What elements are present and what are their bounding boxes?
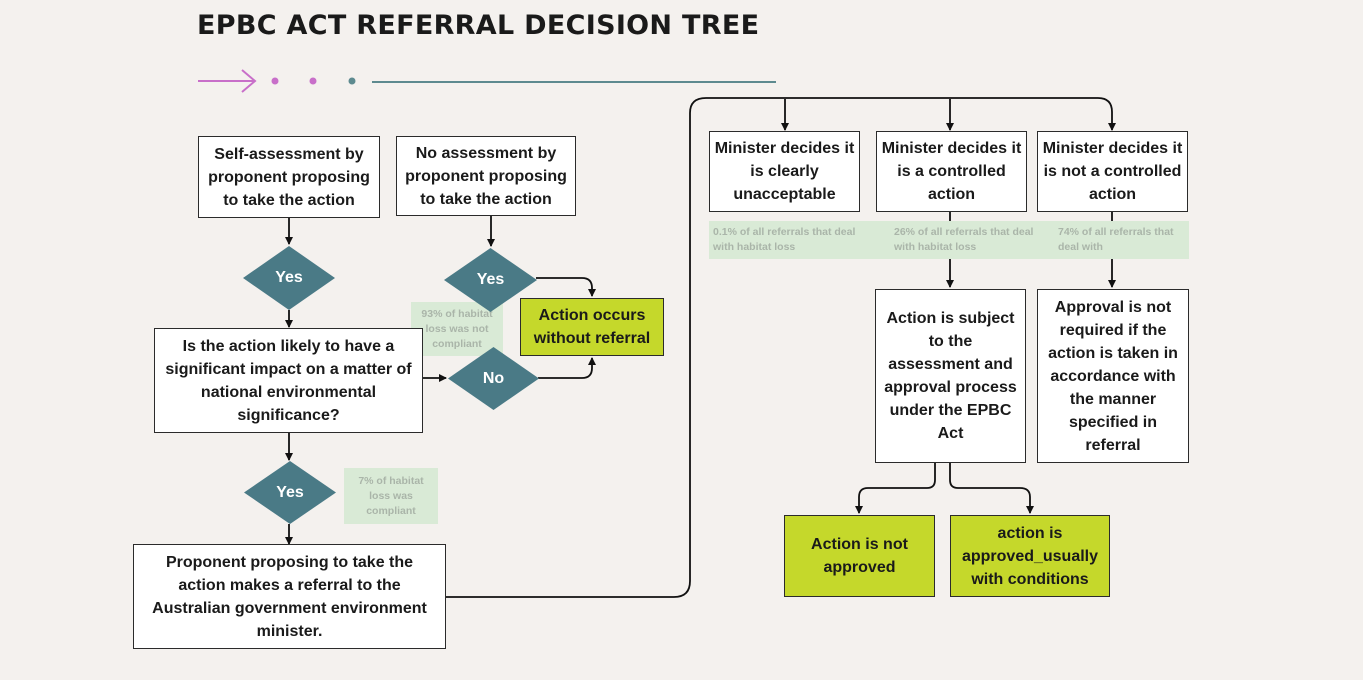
referral-box: Proponent proposing to take the action m… [133,544,446,649]
not-approved-box: Action is not approved [784,515,935,597]
yes-label: Yes [476,271,505,288]
controlled-action-box: Minister decides it is a controlled acti… [876,131,1027,212]
yes-diamond-3: Yes [244,461,336,524]
clearly-unacceptable-box: Minister decides it is clearly unaccepta… [709,131,860,212]
yes-label: Yes [275,269,303,286]
stat-unacceptable-share: 0.1% of all referrals that deal with hab… [713,226,856,253]
self-assessment-box: Self-assessment by proponent proposing t… [198,136,380,218]
no-label: No [482,369,505,387]
stat-controlled-share: 26% of all referrals that deal with habi… [894,226,1034,253]
subject-to-assessment-box: Action is subject to the assessment and … [875,289,1026,463]
no-diamond: No [448,347,539,410]
page-title: EPBC ACT REFERRAL DECISION TREE [197,10,760,41]
approved-with-conditions-box: action is approved_usually with conditio… [950,515,1110,597]
yes-diamond-2: Yes [444,248,537,312]
stat-compliant: 7% of habitat loss was compliant [344,468,438,524]
yes-diamond-1: Yes [243,246,335,310]
yes-label: Yes [276,483,304,501]
no-assessment-box: No assessment by proponent proposing to … [396,136,576,216]
approval-not-required-box: Approval is not required if the action i… [1037,289,1189,463]
significant-impact-question-box: Is the action likely to have a significa… [154,328,423,433]
stat-noncompliant: 93% of habitat loss was not compliant [411,302,503,356]
action-occurs-box: Action occurs without referral [520,298,664,356]
stat-band [709,221,1189,259]
not-controlled-action-box: Minister decides it is not a controlled … [1037,131,1188,212]
decorative-arrow-icon [198,69,776,93]
stat-not-controlled-share: 74% of all referrals that deal with [1058,226,1174,253]
